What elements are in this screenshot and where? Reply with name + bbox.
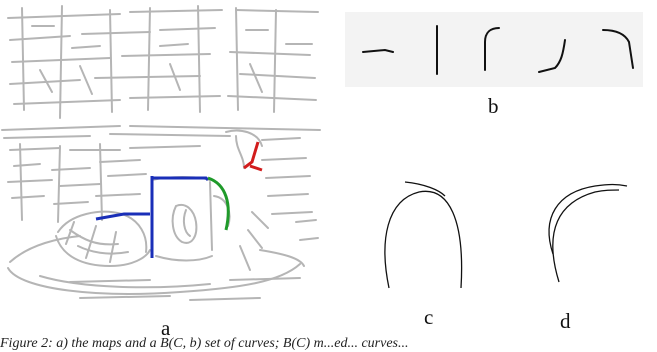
curve-segment-1 [362,48,394,53]
arch-d-inner [552,189,620,283]
label-d: d [560,309,571,333]
panel-b-curve-set [345,12,643,87]
figure-caption: Figure 2: a) the maps and a B(C, b) set … [0,336,409,351]
red-curve [243,141,263,172]
label-c: c [424,305,434,329]
arch-d-outer [548,183,628,255]
blue-curve-top [152,176,210,182]
label-a: a [161,316,171,340]
arch-curves-svg [384,181,628,289]
label-b: b [488,94,499,118]
curve-set-svg [362,25,634,75]
curve-segment-5 [602,29,634,69]
arch-c-outer [384,190,463,289]
arch-c-top [404,181,446,197]
green-curve [207,176,230,231]
blue-curve-horizontal [95,212,150,221]
panel-a-edge-map [0,0,322,302]
sketch-lines [1,5,321,301]
curve-segment-4 [538,39,566,73]
curve-segment-3 [484,27,500,71]
panel-cd-arch-curves [345,170,643,315]
edge-map-svg [1,5,321,301]
